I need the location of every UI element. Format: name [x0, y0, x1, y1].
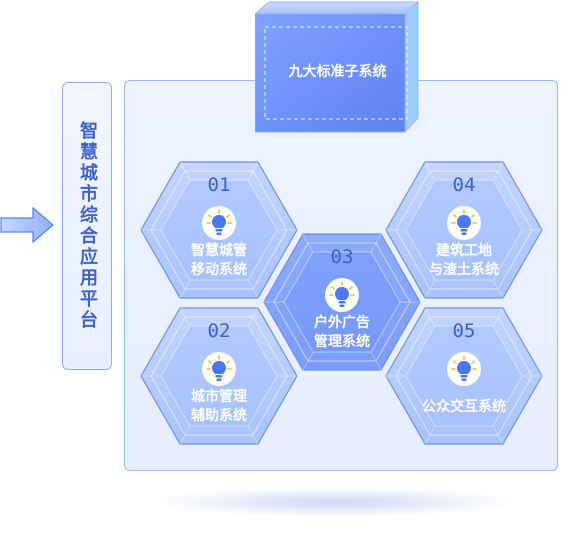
- platform-label: 智慧城市综合应用平台: [77, 121, 98, 331]
- module-label-line2: 与渣土系统: [429, 262, 499, 278]
- module-03[interactable]: 03 户外广告 管理系统: [262, 232, 422, 372]
- module-label: 建筑工地 与渣土系统: [384, 242, 544, 280]
- module-label-line1: 城市管理: [191, 389, 247, 405]
- platform-panel: 智慧城市综合应用平台: [62, 82, 112, 370]
- module-number: 05: [452, 320, 476, 342]
- module-label-line2: 管理系统: [314, 334, 370, 350]
- module-01[interactable]: 01 智慧城管 移动系统: [139, 160, 299, 300]
- module-label: 城市管理 辅助系统: [139, 388, 299, 426]
- module-label: 智慧城管 移动系统: [139, 242, 299, 280]
- lightbulb-icon: [201, 205, 237, 241]
- module-02[interactable]: 02 城市管理 辅助系统: [139, 306, 299, 446]
- standard-subsystems-title: 九大标准子系统: [288, 64, 387, 80]
- standard-subsystems-cube: [255, 0, 420, 134]
- lightbulb-icon: [446, 351, 482, 387]
- module-number: 01: [207, 174, 231, 196]
- module-04[interactable]: 04 建筑工地 与渣土系统: [384, 160, 544, 300]
- lightbulb-icon: [201, 351, 237, 387]
- module-label-line2: 移动系统: [191, 262, 247, 278]
- module-label-line2: 辅助系统: [191, 408, 247, 424]
- module-label: 户外广告 管理系统: [262, 314, 422, 352]
- base-shadow: [150, 487, 520, 517]
- lightbulb-icon: [446, 205, 482, 241]
- module-label: 公众交互系统: [384, 398, 544, 417]
- module-label-line1: 公众交互系统: [422, 399, 506, 415]
- module-number: 02: [207, 320, 231, 342]
- module-number: 04: [452, 174, 476, 196]
- module-label-line1: 户外广告: [314, 315, 370, 331]
- module-number: 03: [330, 246, 354, 268]
- module-label-line1: 建筑工地: [436, 243, 492, 259]
- lightbulb-icon: [324, 277, 360, 313]
- module-05[interactable]: 05 公众交互系统: [384, 306, 544, 446]
- module-label-line1: 智慧城管: [191, 243, 247, 259]
- input-arrow-icon: [0, 207, 54, 243]
